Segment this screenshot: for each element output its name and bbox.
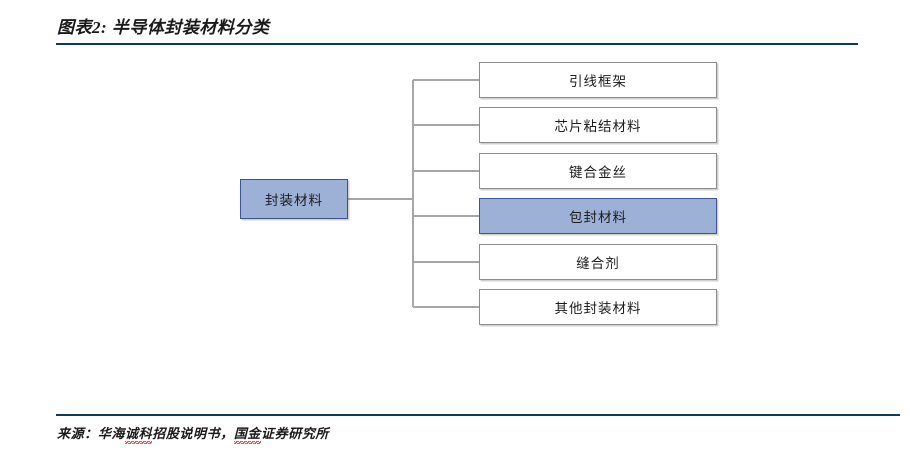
source-note: 来源：华海诚科招股说明书，国金证券研究所 [57, 423, 330, 444]
source-spellcheck-term-1: 诚科 [125, 423, 153, 444]
source-spellcheck-term-2: 国金 [233, 423, 262, 444]
footer-divider [56, 414, 900, 416]
source-text-part-3: 证券研究所 [261, 426, 330, 441]
tree-node-root[interactable]: 封装材料 [240, 179, 348, 219]
tree-node-leaf-5[interactable]: 缝合剂 [479, 244, 717, 280]
source-text-part-2: 招股说明书， [152, 426, 234, 441]
tree-node-leaf-3[interactable]: 键合金丝 [479, 153, 717, 189]
source-text-part-1: 华海 [97, 426, 126, 441]
page-title: 图表2: 半导体封装材料分类 [57, 18, 270, 37]
tree-node-leaf-4[interactable]: 包封材料 [479, 198, 717, 234]
source-prefix: 来源： [57, 426, 98, 441]
tree-node-leaf-6[interactable]: 其他封装材料 [479, 289, 717, 325]
tree-node-leaf-1[interactable]: 引线框架 [479, 62, 717, 98]
header-divider [56, 43, 858, 45]
tree-node-leaf-2[interactable]: 芯片粘结材料 [479, 107, 717, 143]
